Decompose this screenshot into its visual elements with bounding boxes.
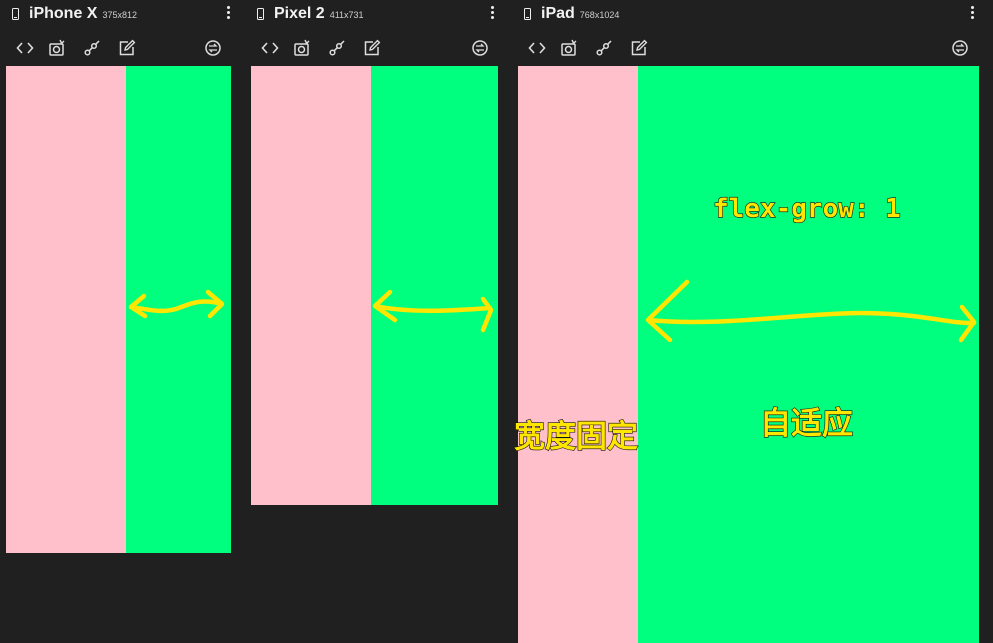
more-options-icon[interactable] bbox=[487, 4, 497, 22]
screenshot-icon[interactable] bbox=[293, 39, 311, 57]
edit-icon[interactable] bbox=[118, 39, 136, 57]
fixed-width-column bbox=[251, 66, 371, 505]
flex-grow-label: flex-grow: 1 bbox=[712, 193, 901, 224]
device-size: 768x1024 bbox=[579, 10, 620, 20]
network-throttle-icon[interactable] bbox=[595, 39, 613, 57]
network-throttle-icon[interactable] bbox=[328, 39, 346, 57]
device-viewport bbox=[6, 66, 231, 553]
phone-icon bbox=[12, 8, 19, 20]
device-toolbar bbox=[6, 34, 231, 62]
code-icon[interactable] bbox=[16, 39, 34, 57]
edit-icon[interactable] bbox=[363, 39, 381, 57]
more-options-icon[interactable] bbox=[223, 4, 233, 22]
device-size: 375x812 bbox=[102, 10, 137, 20]
device-size: 411x731 bbox=[329, 10, 364, 20]
device-toolbar bbox=[251, 34, 498, 62]
rotate-icon[interactable] bbox=[951, 39, 969, 57]
device-viewport bbox=[518, 66, 979, 643]
fixed-width-column bbox=[518, 66, 638, 643]
flex-grow-column bbox=[126, 66, 231, 553]
screenshot-icon[interactable] bbox=[560, 39, 578, 57]
flex-grow-column bbox=[638, 66, 979, 643]
rotate-icon[interactable] bbox=[204, 39, 222, 57]
device-viewport bbox=[251, 66, 498, 505]
rotate-icon[interactable] bbox=[471, 39, 489, 57]
phone-icon bbox=[524, 8, 531, 20]
fixed-width-column bbox=[6, 66, 126, 553]
phone-icon bbox=[257, 8, 264, 20]
device-toolbar bbox=[518, 34, 979, 62]
code-icon[interactable] bbox=[528, 39, 546, 57]
code-icon[interactable] bbox=[261, 39, 279, 57]
fixed-width-label: 宽度固定 bbox=[513, 418, 638, 455]
adaptive-label: 自适应 bbox=[759, 405, 853, 442]
flex-grow-column bbox=[371, 66, 498, 505]
network-throttle-icon[interactable] bbox=[83, 39, 101, 57]
edit-icon[interactable] bbox=[630, 39, 648, 57]
screenshot-icon[interactable] bbox=[48, 39, 66, 57]
more-options-icon[interactable] bbox=[967, 4, 977, 22]
